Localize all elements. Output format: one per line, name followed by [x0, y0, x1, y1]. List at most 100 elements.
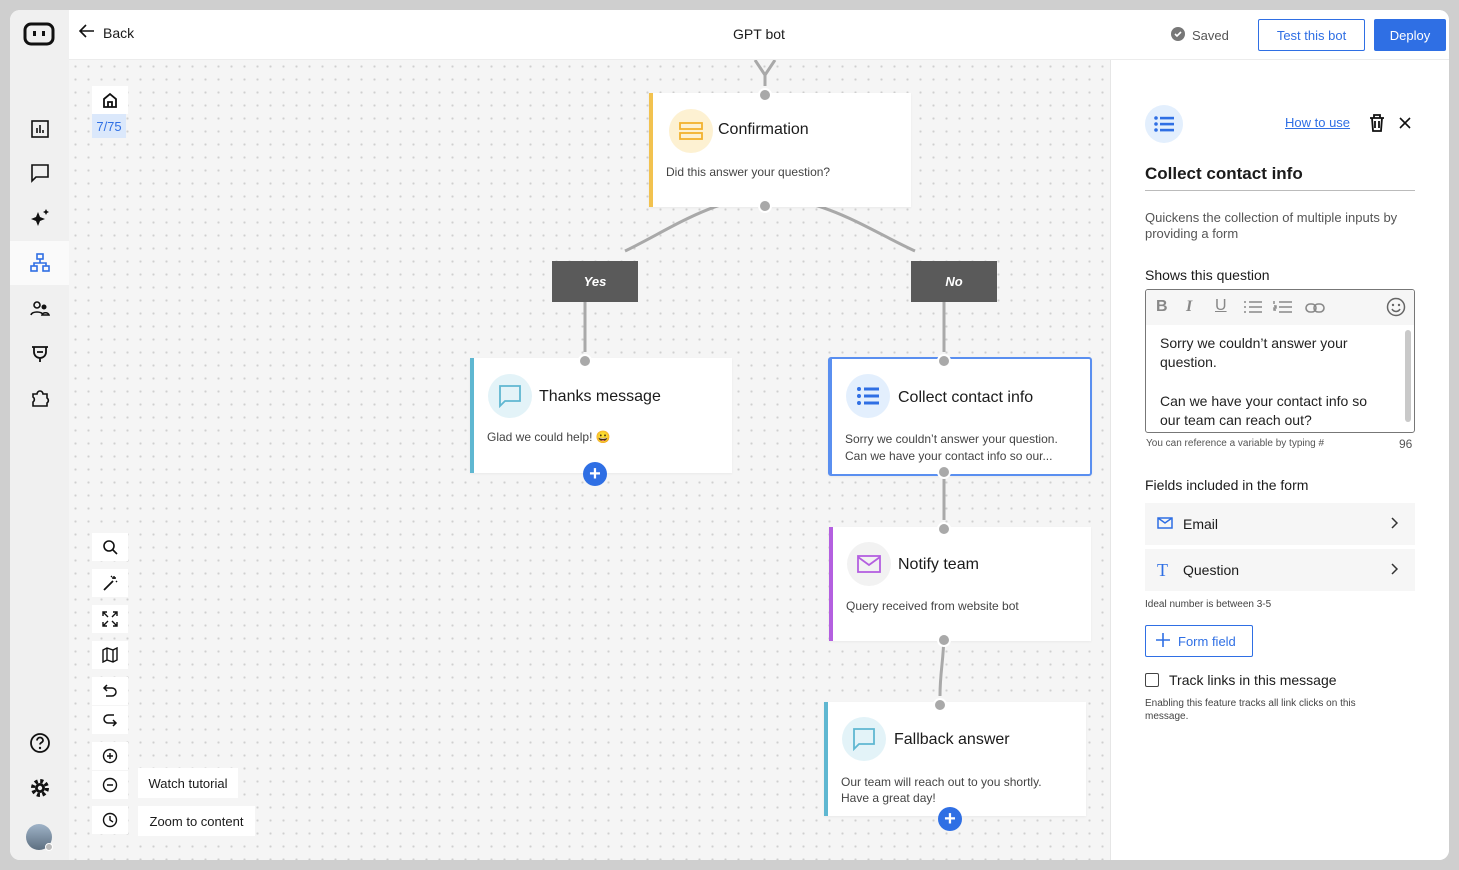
app-window: Back GPT bot Saved Test this bot Deploy … — [10, 10, 1449, 860]
fields-label: Fields included in the form — [1145, 477, 1309, 493]
connector-handle[interactable] — [578, 354, 592, 368]
flow-icon[interactable] — [10, 241, 69, 285]
clock-icon[interactable] — [92, 806, 128, 834]
char-count: 96 — [1399, 437, 1413, 451]
settings-icon[interactable] — [10, 766, 69, 810]
properties-panel: How to use Collect contact info Quickens… — [1110, 60, 1449, 860]
connector-handle[interactable] — [937, 522, 951, 536]
panel-description: Quickens the collection of multiple inpu… — [1145, 210, 1398, 241]
branch-yes[interactable]: Yes — [552, 261, 638, 302]
fields-hint: Ideal number is between 3-5 — [1145, 599, 1272, 610]
add-step-button[interactable]: + — [938, 807, 962, 831]
add-field-label: Form field — [1178, 633, 1236, 649]
search-button[interactable] — [92, 533, 128, 561]
track-links-label: Track links in this message — [1169, 672, 1337, 688]
plug-icon[interactable] — [10, 331, 69, 375]
close-icon[interactable] — [1399, 116, 1411, 134]
node-desc-line1: Sorry we couldn’t answer your question. — [845, 432, 1058, 446]
saved-label: Saved — [1192, 28, 1229, 43]
editor-scrollbar[interactable] — [1405, 330, 1411, 422]
connector-handle[interactable] — [758, 199, 772, 213]
question-editor[interactable]: B I U Sorry we couldn’t answer your ques… — [1145, 289, 1415, 433]
deploy-button[interactable]: Deploy — [1374, 19, 1446, 51]
italic-icon[interactable]: I — [1186, 298, 1193, 315]
connector-handle[interactable] — [937, 633, 951, 647]
step-counter: 7/75 — [92, 114, 126, 138]
fit-screen-button[interactable] — [92, 605, 128, 633]
connector-handle[interactable] — [933, 698, 947, 712]
top-bar: Back GPT bot Saved Test this bot Deploy — [69, 10, 1449, 60]
branch-no[interactable]: No — [911, 261, 997, 302]
node-title: Thanks message — [539, 388, 661, 405]
node-title: Notify team — [898, 556, 979, 573]
arrow-left-icon — [78, 24, 95, 41]
field-label: Email — [1183, 516, 1219, 532]
question-line-1: Sorry we couldn’t answer your question. — [1160, 335, 1348, 370]
avatar[interactable] — [26, 824, 53, 851]
bot-title: GPT bot — [733, 26, 785, 42]
back-label: Back — [103, 24, 135, 41]
zoom-in-button[interactable] — [92, 742, 128, 770]
connector-handle[interactable] — [758, 88, 772, 102]
analytics-icon[interactable] — [10, 107, 69, 151]
add-form-field-button[interactable]: Form field — [1145, 625, 1253, 657]
flow-canvas[interactable]: 7/75 Confirmation Did this answer your q… — [69, 60, 1110, 860]
node-notify-team[interactable]: Notify team Query received from website … — [829, 527, 1091, 641]
zoom-out-button[interactable] — [92, 771, 128, 799]
text-icon: T — [1157, 559, 1168, 580]
connector-handle[interactable] — [937, 354, 951, 368]
sparkle-icon[interactable] — [10, 196, 69, 240]
emoji-icon[interactable] — [1386, 297, 1406, 322]
connector-handle[interactable] — [937, 465, 951, 479]
map-button[interactable] — [92, 641, 128, 669]
track-links-checkbox-row[interactable]: Track links in this message — [1145, 672, 1337, 688]
undo-button[interactable] — [92, 677, 128, 705]
redo-button[interactable] — [92, 706, 128, 734]
node-desc: Did this answer your question? — [666, 165, 831, 179]
editor-toolbar: B I U — [1146, 290, 1414, 325]
node-desc: Glad we could help! 😀 — [487, 430, 611, 444]
node-desc: Query received from website bot — [846, 599, 1019, 613]
question-text[interactable]: Sorry we couldn’t answer your question. … — [1160, 334, 1390, 430]
contacts-icon[interactable] — [10, 287, 69, 331]
node-desc-line1: Our team will reach out to you shortly. — [841, 775, 1042, 789]
message-icon — [488, 374, 532, 418]
field-question[interactable]: T Question — [1145, 549, 1415, 591]
link-icon[interactable] — [1305, 301, 1325, 319]
numbered-list-icon[interactable] — [1273, 300, 1293, 319]
add-step-button[interactable]: + — [583, 462, 607, 486]
test-bot-button[interactable]: Test this bot — [1258, 19, 1365, 51]
underline-icon[interactable]: U — [1215, 297, 1227, 314]
track-links-checkbox[interactable] — [1145, 673, 1159, 687]
chevron-right-icon — [1391, 516, 1399, 532]
chevron-right-icon — [1391, 562, 1399, 578]
node-fallback-answer[interactable]: Fallback answer Our team will reach out … — [824, 702, 1086, 816]
mail-icon — [1157, 516, 1183, 532]
puzzle-icon[interactable] — [10, 376, 69, 420]
check-circle-icon — [1171, 27, 1185, 44]
how-to-use-link[interactable]: How to use — [1285, 115, 1351, 130]
node-desc-line2: Have a great day! — [841, 791, 936, 805]
node-collect-contact-info[interactable]: Collect contact info Sorry we couldn’t a… — [828, 357, 1092, 476]
magic-wand-button[interactable] — [92, 569, 128, 597]
help-icon[interactable] — [10, 721, 69, 765]
track-links-hint: Enabling this feature tracks all link cl… — [1145, 698, 1356, 722]
divider — [1145, 190, 1415, 191]
plus-icon — [1156, 632, 1170, 650]
bullet-list-icon[interactable] — [1243, 300, 1263, 319]
variable-hint: You can reference a variable by typing # — [1146, 438, 1325, 449]
zoom-to-content-button[interactable]: Zoom to content — [138, 806, 255, 836]
trash-icon[interactable] — [1369, 114, 1385, 137]
watch-tutorial-button[interactable]: Watch tutorial — [138, 768, 238, 798]
field-email[interactable]: Email — [1145, 503, 1415, 545]
sidebar — [10, 10, 69, 860]
node-confirmation[interactable]: Confirmation Did this answer your questi… — [649, 93, 911, 207]
node-thanks-message[interactable]: Thanks message Glad we could help! 😀 — [470, 358, 732, 473]
form-icon — [669, 109, 713, 153]
home-button[interactable] — [92, 86, 128, 114]
logo-icon — [23, 22, 55, 53]
back-button[interactable]: Back — [78, 24, 135, 41]
bold-icon[interactable]: B — [1156, 298, 1168, 315]
question-label: Shows this question — [1145, 267, 1270, 283]
chat-icon[interactable] — [10, 151, 69, 195]
